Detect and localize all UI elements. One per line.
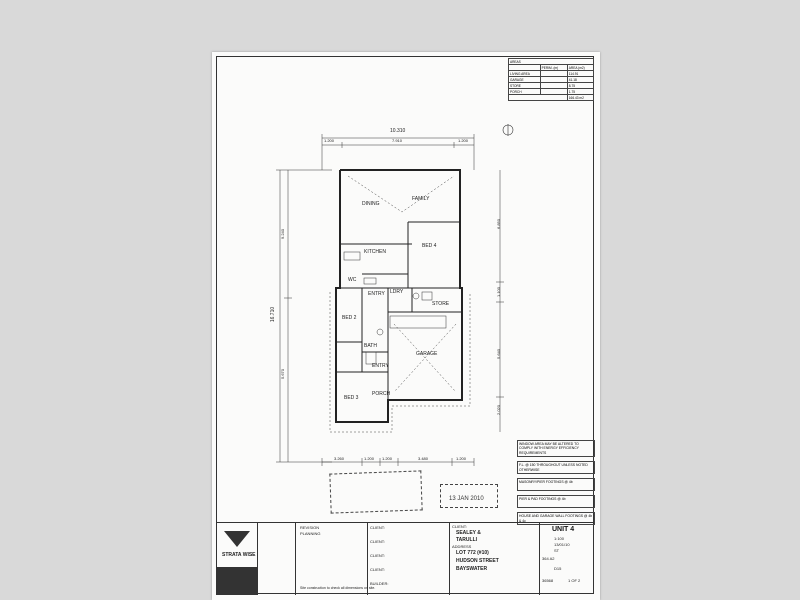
address-suburb: BAYSWATER bbox=[456, 566, 488, 572]
dim-bottom-1: 3.260 bbox=[334, 456, 345, 461]
dim-bottom-5: 1.200 bbox=[456, 456, 467, 461]
room-store: STORE bbox=[432, 301, 450, 307]
note-pier-footings: PIER & PAD FOOTINGS @ 4b bbox=[517, 495, 595, 509]
notes-panel: WINDOW AREA MAY BE ALTERED TO COMPLY WIT… bbox=[517, 440, 595, 529]
client-label-main: CLIENT: bbox=[452, 524, 467, 529]
planning-label: PLANNING bbox=[300, 531, 321, 536]
plan-sheet: AREAS PERIM. (m) AREA (m2) LIVING AREA 1… bbox=[212, 52, 600, 600]
note-floor-level: F.L. @ 150 THROUGHOUT UNLESS NOTED OTHER… bbox=[517, 461, 595, 475]
client-name-2: TARULLI bbox=[456, 537, 478, 543]
room-bed4: BED 4 bbox=[422, 243, 437, 249]
company-logo bbox=[216, 531, 258, 595]
room-bed2: BED 2 bbox=[342, 315, 357, 321]
drawing-number: 36568 bbox=[542, 578, 554, 583]
client-label: CLIENT: bbox=[370, 525, 385, 530]
client-details-cell: CLIENT: SEALEY & TARULLI ADDRESS LOT 772… bbox=[450, 523, 540, 595]
areas-table: AREAS PERIM. (m) AREA (m2) LIVING AREA 1… bbox=[508, 58, 595, 101]
revision-header: REVISION bbox=[300, 525, 320, 530]
client-label-3: CLIENT: bbox=[370, 553, 385, 558]
client-name-1: SEALEY & bbox=[456, 530, 481, 536]
dim-right-upper: 6.850 bbox=[496, 218, 502, 230]
approval-stamp bbox=[329, 470, 423, 514]
stamp-date: 13 JAN 2010 bbox=[449, 496, 484, 502]
room-kitchen: KITCHEN bbox=[364, 249, 386, 255]
room-porch: PORCH bbox=[372, 391, 391, 397]
revision-cell: REVISION PLANNING bbox=[296, 523, 368, 595]
note-masonry-footings: MASONRY/PIER FOOTINGS @ 4b bbox=[517, 478, 595, 492]
table-row: 166.43 m2 bbox=[508, 94, 595, 101]
dim-bottom-4: 3.480 bbox=[418, 456, 429, 461]
company-details-cell bbox=[258, 523, 296, 595]
revision-code: D15 bbox=[554, 566, 562, 571]
room-family: FAMILY bbox=[412, 196, 430, 202]
dim-right-bottom: 2.020 bbox=[496, 404, 502, 416]
drawing-date: 13/01/10 bbox=[554, 542, 570, 547]
note-wall-footings: HOUSE AND GARAGE WALL FOOTINGS @ 4b & 4c bbox=[517, 512, 595, 526]
dim-right-lower: 5.640 bbox=[496, 348, 502, 360]
room-wc: WC bbox=[348, 277, 357, 283]
dim-top-left: 1.200 bbox=[324, 138, 335, 143]
client-fields-cell: CLIENT: CLIENT: CLIENT: CLIENT: BUILDER: bbox=[368, 523, 450, 595]
title-block: STRATA WISE REVISION PLANNING CLIENT: CL… bbox=[216, 522, 594, 595]
dim-top-right: 1.200 bbox=[458, 138, 469, 143]
dim-bottom-2: 1.200 bbox=[364, 456, 375, 461]
room-bed3: BED 3 bbox=[344, 395, 359, 401]
north-arrow-icon bbox=[502, 124, 514, 136]
dim-bottom-3: 1.200 bbox=[382, 456, 393, 461]
builder-label: BUILDER: bbox=[370, 581, 389, 586]
drawing-sub: ST bbox=[554, 548, 560, 553]
dim-left-overall: 16.710 bbox=[270, 306, 277, 323]
unit-title: UNIT 4 bbox=[552, 526, 575, 533]
footer-note: Site construction to check all dimension… bbox=[300, 586, 376, 590]
dim-right-mid: 1.100 bbox=[496, 286, 502, 298]
room-ldry: LDRY bbox=[390, 289, 404, 295]
dim-top-overall: 10.310 bbox=[390, 128, 406, 134]
logo-cell: STRATA WISE bbox=[216, 523, 258, 595]
address-label: ADDRESS bbox=[452, 544, 472, 549]
note-window-area: WINDOW AREA MAY BE ALTERED TO COMPLY WIT… bbox=[517, 440, 595, 458]
unit-cell: UNIT 4 1:100 13/01/10 ST 364 A2 D15 3656… bbox=[540, 523, 594, 595]
dim-left-lower: 5.670 bbox=[280, 368, 286, 380]
sheet-number: 1 OF 2 bbox=[568, 578, 581, 583]
drawing-scale: 1:100 bbox=[554, 536, 565, 541]
areas-total: 166.43 m2 bbox=[566, 94, 595, 101]
date-stamp: 13 JAN 2010 bbox=[440, 484, 498, 508]
floor-plan-drawing bbox=[276, 124, 514, 466]
room-garage: GARAGE bbox=[416, 351, 438, 357]
room-dining: DINING bbox=[362, 201, 380, 207]
sheet-border bbox=[216, 56, 594, 594]
sheet-size: 364 A2 bbox=[542, 556, 555, 561]
dim-top-mid: 7.910 bbox=[392, 138, 403, 143]
address-lot: LOT 772 (#10) bbox=[456, 550, 489, 556]
address-street: HUDSON STREET bbox=[456, 558, 499, 564]
company-name: STRATA WISE bbox=[222, 552, 256, 558]
dim-left-upper: 9.240 bbox=[280, 228, 286, 240]
room-entry: ENTRY bbox=[372, 363, 389, 369]
client-label-2: CLIENT: bbox=[370, 539, 385, 544]
room-bath: BATH bbox=[364, 343, 377, 349]
client-label-4: CLIENT: bbox=[370, 567, 385, 572]
room-entry-hall: ENTRY bbox=[368, 291, 385, 297]
